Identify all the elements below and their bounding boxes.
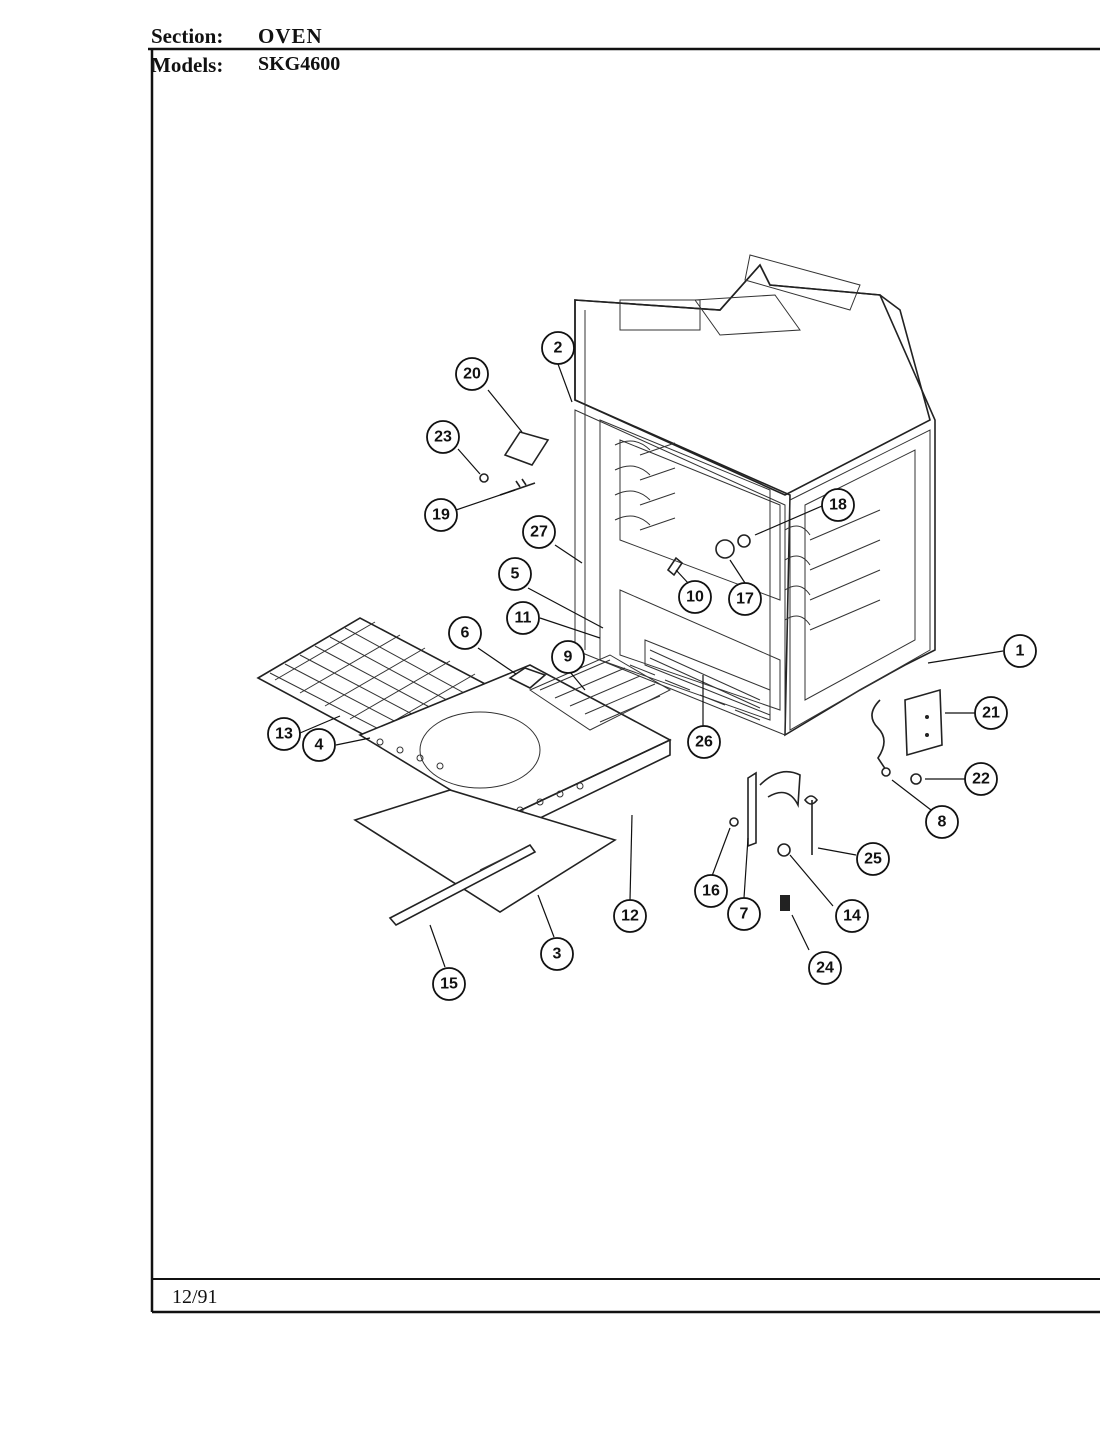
callout-number: 10	[686, 589, 704, 606]
callout-number: 5	[511, 566, 520, 583]
callout-4: 4	[302, 728, 336, 762]
callout-number: 26	[695, 734, 713, 751]
callout-6: 6	[448, 616, 482, 650]
callout-number: 23	[434, 429, 452, 446]
callout-number: 25	[864, 851, 882, 868]
models-label: Models:	[151, 53, 224, 77]
callout-17: 17	[728, 582, 762, 616]
oven-cavity	[574, 254, 936, 737]
callout-number: 9	[564, 649, 573, 666]
callout-number: 7	[740, 906, 749, 923]
callout-24: 24	[808, 951, 842, 985]
callout-number: 8	[938, 814, 947, 831]
callout-number: 27	[530, 524, 548, 541]
callout-23: 23	[426, 420, 460, 454]
callout-25: 25	[856, 842, 890, 876]
callout-8: 8	[925, 805, 959, 839]
burner-tube	[644, 639, 771, 716]
small-parts	[479, 431, 943, 911]
oven-bottom	[358, 654, 672, 837]
callout-number: 22	[972, 771, 990, 788]
callout-number: 14	[843, 908, 861, 925]
callout-number: 1	[1016, 643, 1025, 660]
models-value: SKG4600	[258, 53, 341, 75]
revision-date: 12/91	[172, 1286, 218, 1308]
callout-7: 7	[727, 897, 761, 931]
leader-lines	[299, 363, 1004, 968]
callout-15: 15	[432, 967, 466, 1001]
callout-number: 2	[554, 340, 563, 357]
callout-14: 14	[835, 899, 869, 933]
callout-1: 1	[1003, 634, 1037, 668]
baffle-plate	[353, 789, 617, 913]
page-frame	[148, 47, 1100, 1314]
callout-number: 20	[463, 366, 481, 383]
callout-number: 12	[621, 908, 639, 925]
callout-20: 20	[455, 357, 489, 391]
callout-number: 24	[816, 960, 834, 977]
callout-21: 21	[974, 696, 1008, 730]
callout-5: 5	[498, 557, 532, 591]
callout-number: 11	[515, 610, 532, 627]
callout-2: 2	[541, 331, 575, 365]
callout-18: 18	[821, 488, 855, 522]
callout-11: 11	[506, 601, 540, 635]
rack-supports-left	[614, 440, 676, 531]
callout-13: 13	[267, 717, 301, 751]
section-value: OVEN	[258, 24, 323, 48]
callout-12: 12	[613, 899, 647, 933]
rack-supports-right	[784, 509, 881, 631]
callout-22: 22	[964, 762, 998, 796]
callout-number: 21	[982, 705, 1000, 722]
callout-number: 3	[553, 946, 562, 963]
callout-number: 4	[315, 737, 324, 754]
callout-number: 6	[461, 625, 470, 642]
callout-number: 18	[829, 497, 847, 514]
callout-number: 19	[432, 507, 450, 524]
callout-26: 26	[687, 725, 721, 759]
callout-9: 9	[551, 640, 585, 674]
callout-number: 16	[702, 883, 720, 900]
callout-3: 3	[540, 937, 574, 971]
callout-19: 19	[424, 498, 458, 532]
callout-16: 16	[694, 874, 728, 908]
callout-27: 27	[522, 515, 556, 549]
callout-number: 17	[736, 591, 754, 608]
section-label: Section:	[151, 24, 224, 48]
callouts: 1 2 3 4 5 6 7 8 9 10 11 12 13 14 15 16 1…	[267, 331, 1037, 1001]
callout-10: 10	[678, 580, 712, 614]
slide-rail	[388, 843, 537, 927]
callout-number: 15	[440, 976, 458, 993]
callout-number: 13	[275, 726, 293, 743]
